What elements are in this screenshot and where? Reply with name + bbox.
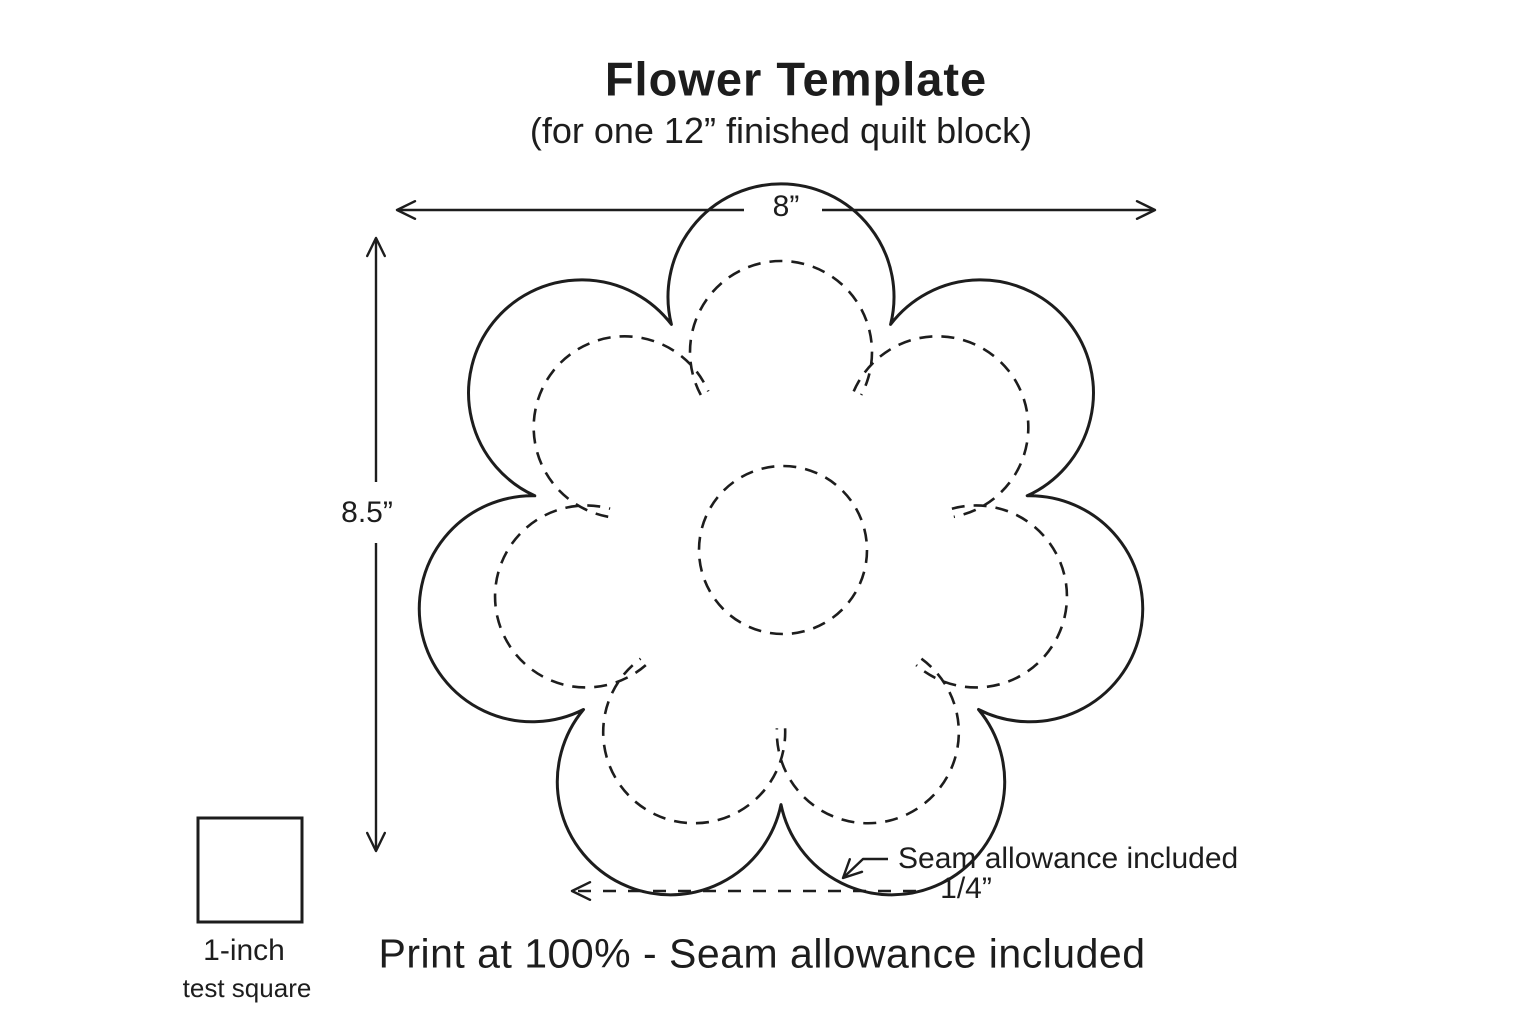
seam-note-pointer-arrowhead xyxy=(841,858,864,880)
flower-seam-dashed-line xyxy=(532,335,710,519)
height-dimension-label: 8.5” xyxy=(341,496,393,529)
page-title: Flower Template xyxy=(604,52,988,106)
width-arrowhead-left xyxy=(395,199,417,221)
test-square-label-line2: test square xyxy=(182,973,312,1003)
flower-center-dashed-circle xyxy=(697,464,869,636)
flower-seam-dashed-line xyxy=(688,259,874,396)
height-arrowhead-top xyxy=(366,236,386,258)
test-square-label-line1: 1-inch xyxy=(203,934,285,967)
seam-note-pointer-line xyxy=(842,857,888,879)
page-subtitle: (for one 12” finished quilt block) xyxy=(529,110,1033,151)
width-arrowhead-right xyxy=(1135,199,1157,221)
flower-seam-dashed-line xyxy=(493,504,647,689)
seam-allowance-note: Seam allowance included xyxy=(898,842,1239,875)
flower-outline xyxy=(417,182,1145,897)
footer-instruction: Print at 100% - Seam allowance included xyxy=(378,930,1146,977)
height-arrowhead-bottom xyxy=(366,831,386,853)
width-dimension-label: 8” xyxy=(772,190,800,223)
test-square xyxy=(196,816,304,924)
flower-seam-dashed-line xyxy=(775,657,961,825)
flower-seam-dashed-line xyxy=(601,657,787,825)
seam-width-label: 1/4” xyxy=(940,872,992,905)
flower-seam-dashed-line xyxy=(915,504,1069,689)
seam-width-arrowhead xyxy=(570,881,592,901)
flower-seam-dashed-line xyxy=(852,335,1030,519)
